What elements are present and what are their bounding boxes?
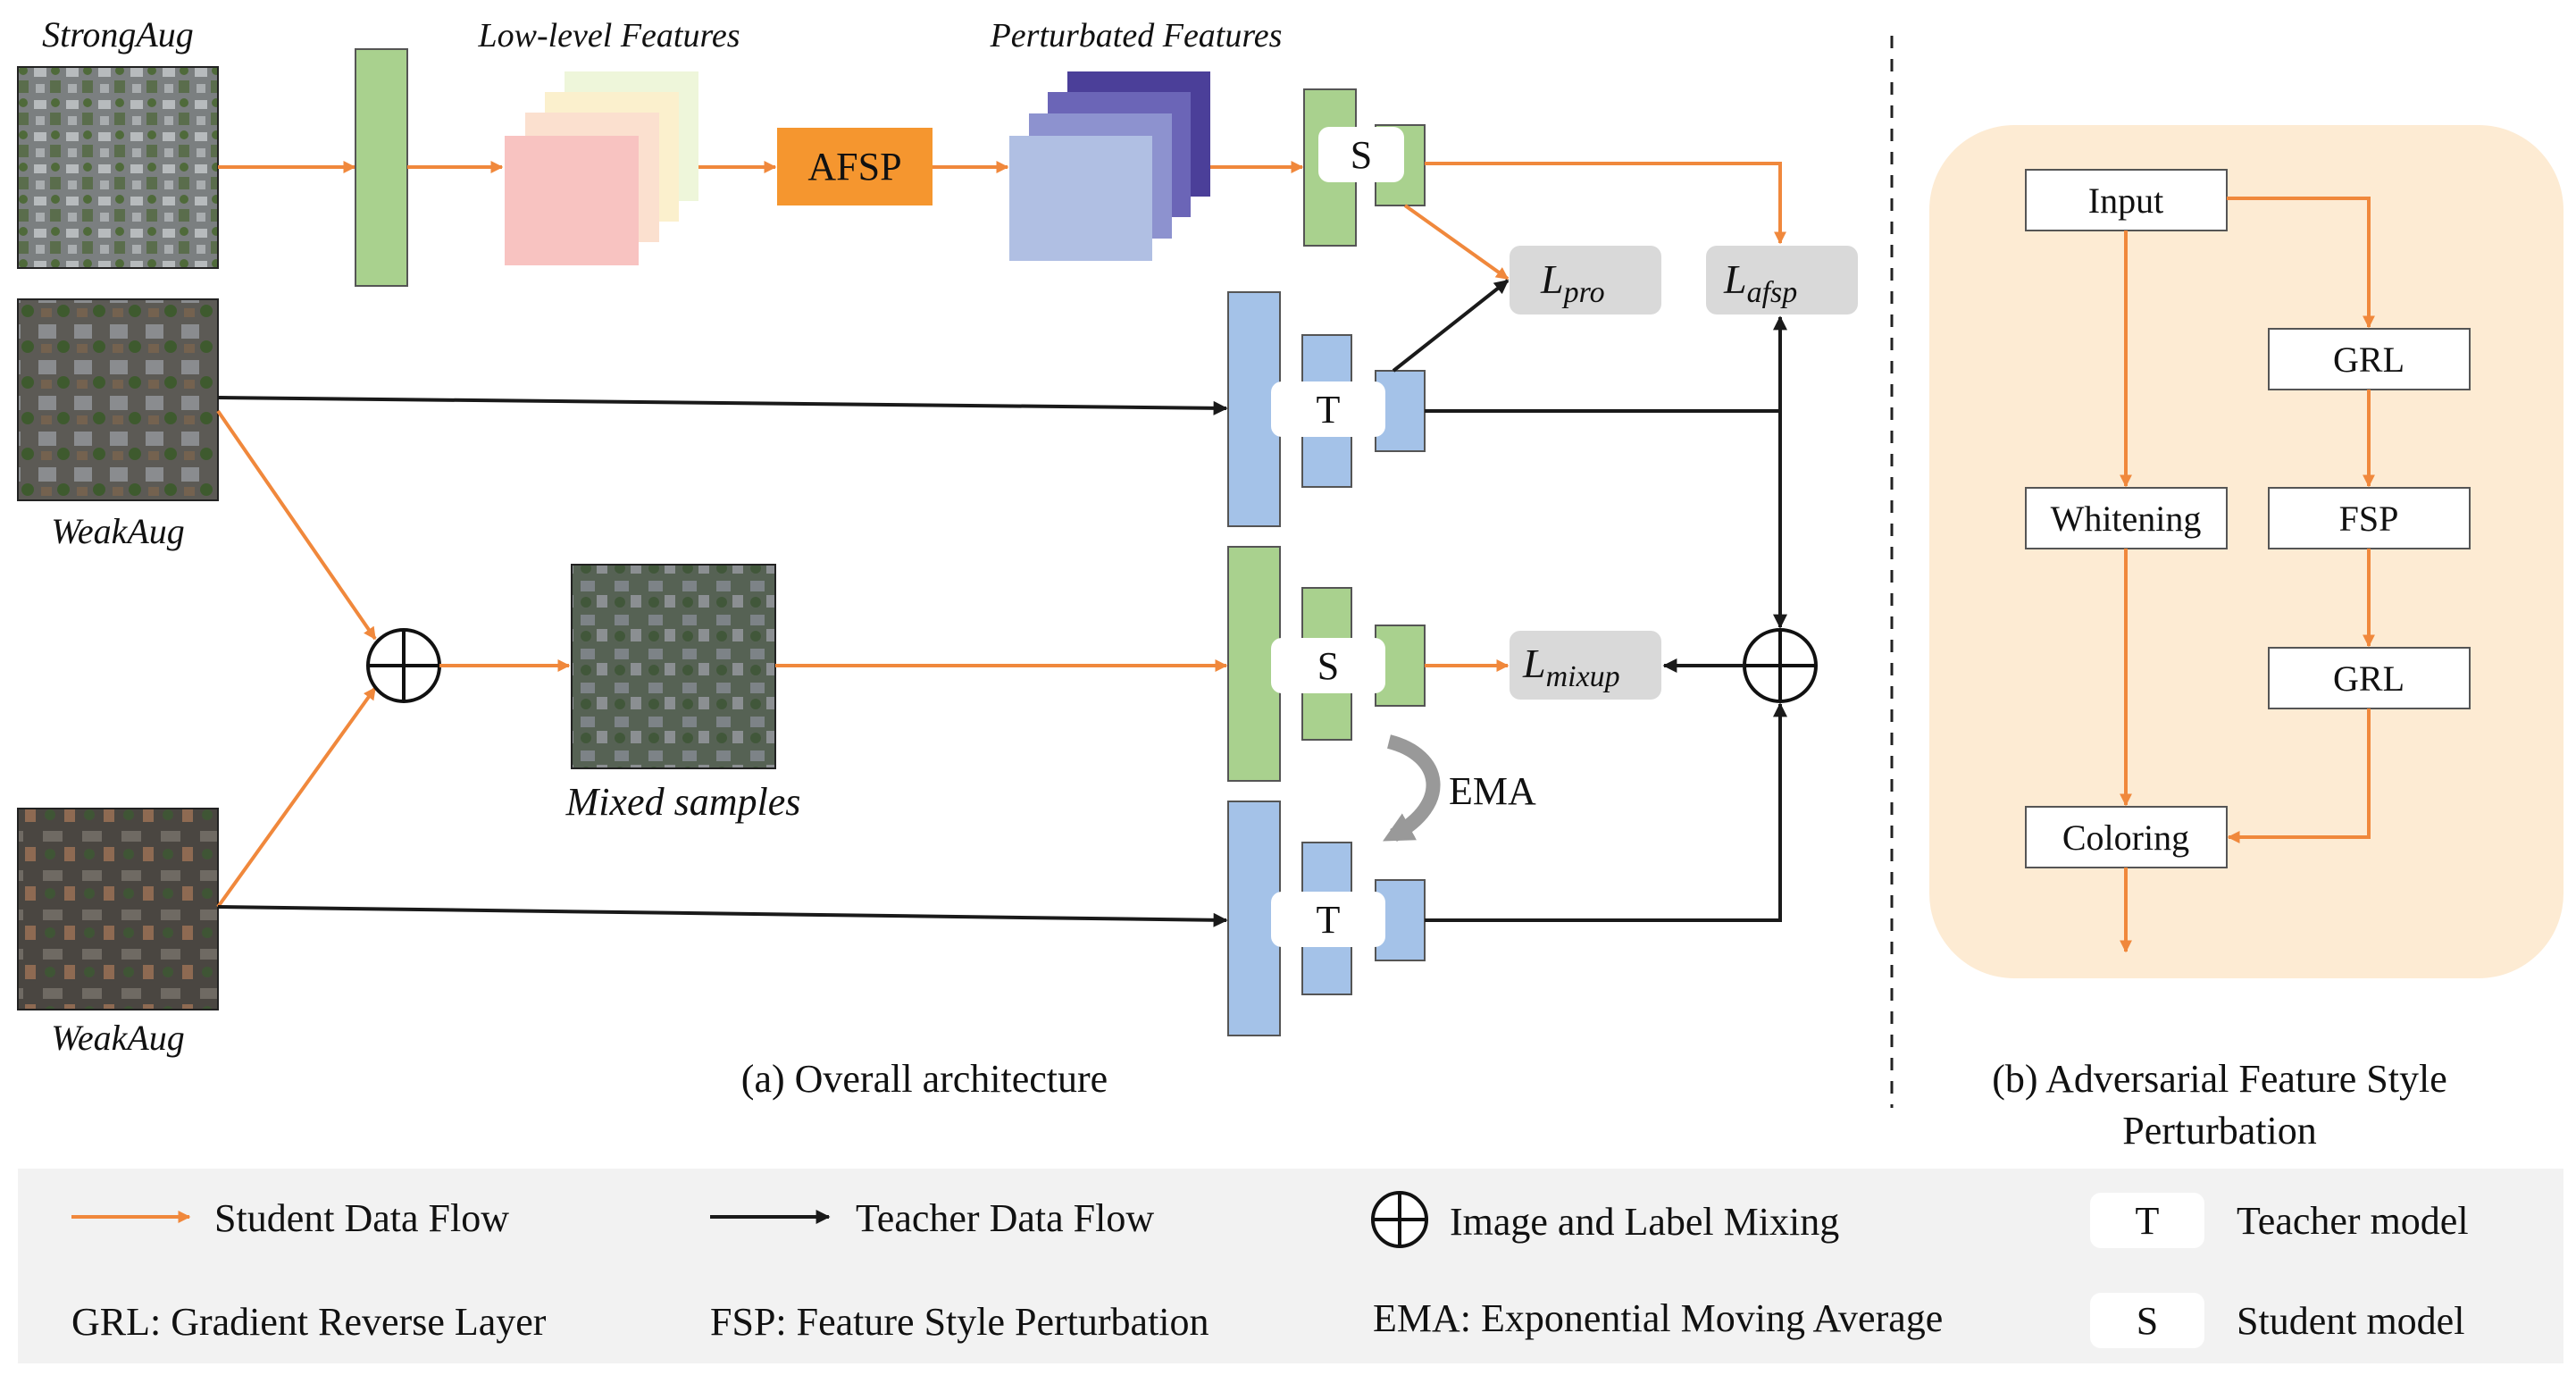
svg-text:Lmixup: Lmixup <box>1522 641 1620 693</box>
weakaug-label-2: WeakAug <box>51 1018 185 1058</box>
student-model-mid: S <box>1227 546 1426 782</box>
legend-teacher-flow-label: Teacher Data Flow <box>856 1196 1154 1240</box>
svg-text:Lpro: Lpro <box>1540 256 1605 309</box>
svg-text:FSP: FSP <box>2339 499 2399 539</box>
node-coloring: Coloring <box>2025 806 2228 868</box>
strongaug-label: StrongAug <box>42 14 194 54</box>
loss-mixup-box: Lmixup <box>1510 631 1661 700</box>
strongaug-image <box>17 66 219 269</box>
image-mix-operator-icon <box>366 628 441 703</box>
legend-mixing-label: Image and Label Mixing <box>1450 1200 1839 1244</box>
legend-mixing-icon <box>1371 1191 1428 1248</box>
mixed-samples-label: Mixed samples <box>565 780 801 824</box>
arrow-input-to-grl1 <box>2227 197 2375 329</box>
node-grl-1: GRL <box>2268 328 2471 390</box>
arrow-grl2-to-coloring <box>2227 708 2371 843</box>
loss-afsp-box: Lafsp <box>1706 246 1858 314</box>
ema-label: EMA <box>1449 769 1536 813</box>
legend-student-model-label: Student model <box>2237 1299 2464 1343</box>
arrow-weakaug1-to-teacher-top <box>217 396 1228 415</box>
perturbated-features-label: Perturbated Features <box>990 17 1283 54</box>
teacher-model-bottom: T <box>1227 801 1426 1036</box>
svg-text:GRL: GRL <box>2333 340 2405 380</box>
student-encoder-block <box>355 48 408 287</box>
legend-fsp-label: FSP: Feature Style Perturbation <box>710 1300 1209 1344</box>
svg-text:T: T <box>1317 898 1341 942</box>
arrow-teacher-to-loss-pro <box>1392 279 1510 373</box>
teacher-model-top: T <box>1227 291 1426 527</box>
node-fsp: FSP <box>2268 487 2471 549</box>
legend-student-flow-label: Student Data Flow <box>214 1196 509 1240</box>
overall-architecture-caption: (a) Overall architecture <box>741 1057 1108 1101</box>
legend-ema-label: EMA: Exponential Moving Average <box>1373 1296 1943 1340</box>
arrow-student-to-loss-pro <box>1403 204 1510 281</box>
low-level-feature-stack <box>505 71 698 265</box>
arrow-student-to-loss-afsp <box>1425 162 1786 245</box>
arrow-weakaug2-to-mix <box>216 686 377 909</box>
svg-text:GRL: GRL <box>2333 658 2405 699</box>
afsp-caption-line1: (b) Adversarial Feature Style <box>1992 1057 2447 1101</box>
mixed-sample-image <box>571 564 776 769</box>
node-whitening: Whitening <box>2025 487 2228 549</box>
low-level-features-label: Low-level Features <box>477 17 740 54</box>
svg-text:T: T <box>1317 388 1341 432</box>
svg-text:Whitening: Whitening <box>2051 499 2202 539</box>
legend-student-tag-box <box>2090 1293 2204 1348</box>
afsp-block-label: AFSP <box>807 145 901 189</box>
arrow-weakaug1-to-mix <box>216 409 377 641</box>
loss-pro-box: Lpro <box>1510 246 1661 314</box>
node-grl-2: GRL <box>2268 647 2471 709</box>
ema-arrow <box>1383 734 1441 843</box>
svg-text:S: S <box>1351 133 1372 177</box>
legend-teacher-model-label: Teacher model <box>2237 1199 2469 1243</box>
student-model-top: S <box>1303 88 1426 247</box>
afsp-caption-line2: Perturbation <box>2122 1109 2317 1153</box>
svg-text:S: S <box>1317 644 1339 688</box>
arrow-teacher-bottom-to-label-mix <box>1425 702 1787 922</box>
node-input: Input <box>2025 169 2228 231</box>
arrow-weakaug2-to-teacher-bottom <box>217 905 1228 927</box>
afsp-block <box>777 128 933 205</box>
afsp-panel-background <box>1929 125 2563 978</box>
label-mix-operator-icon <box>1743 628 1818 703</box>
weakaug-image-1 <box>17 298 219 501</box>
svg-text:Lafsp: Lafsp <box>1723 256 1797 309</box>
legend-teacher-tag: T <box>2136 1199 2160 1243</box>
weakaug-image-2 <box>17 808 219 1010</box>
perturbated-feature-stack <box>1009 71 1210 261</box>
svg-text:Input: Input <box>2088 180 2163 221</box>
weakaug-label-1: WeakAug <box>51 511 185 551</box>
legend-student-tag: S <box>2137 1299 2158 1343</box>
svg-text:Coloring: Coloring <box>2062 817 2189 858</box>
legend-teacher-tag-box <box>2090 1193 2204 1248</box>
legend-grl-label: GRL: Gradient Reverse Layer <box>71 1300 547 1344</box>
